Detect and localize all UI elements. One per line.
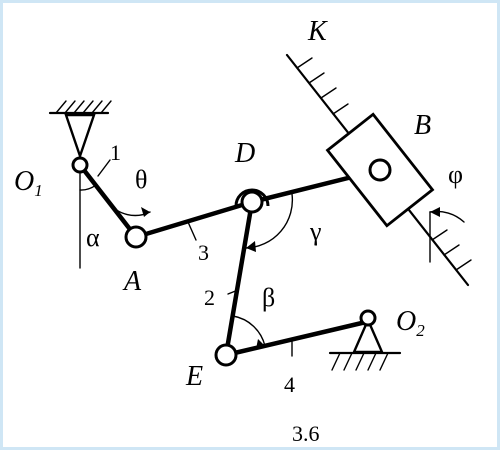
label-alpha: α	[86, 223, 100, 252]
fixed-support-o2	[328, 317, 402, 371]
joint-o2	[359, 309, 377, 327]
label-a: A	[122, 266, 142, 297]
link-2	[223, 199, 255, 358]
label-k: K	[307, 16, 328, 47]
label-link-3: 3	[198, 240, 209, 265]
leader-link-2	[227, 289, 239, 295]
label-link-1: 1	[110, 140, 121, 165]
fixed-support-o1	[48, 100, 112, 160]
label-o1: O1	[14, 166, 43, 200]
joint-a	[124, 225, 148, 249]
label-theta: θ	[135, 165, 147, 194]
leader-link-1	[97, 159, 111, 177]
label-link-2: 2	[204, 285, 215, 310]
label-phi: φ	[448, 160, 463, 189]
joint-o1	[71, 156, 89, 174]
link-3-ad	[133, 199, 255, 240]
leader-link-3	[187, 221, 197, 241]
label-gamma: γ	[309, 217, 322, 246]
label-beta: β	[262, 283, 275, 312]
figure-number: 3.6	[292, 421, 320, 446]
label-b: B	[414, 110, 431, 141]
angle-gamma-arrowhead	[246, 241, 256, 252]
link-1	[77, 162, 139, 240]
joint-d	[240, 190, 264, 214]
link-4	[223, 319, 369, 358]
angle-alpha-arc	[79, 184, 97, 191]
angle-beta-arrowhead	[256, 339, 265, 349]
label-o2: O2	[396, 306, 425, 340]
joint-d-housing	[234, 188, 270, 207]
angle-beta-arc	[232, 315, 266, 347]
joint-e	[214, 343, 238, 367]
label-d: D	[234, 138, 255, 169]
label-link-4: 4	[284, 372, 295, 397]
label-e: E	[185, 361, 203, 392]
joint-b	[368, 158, 392, 182]
angle-theta-arrowhead	[141, 207, 150, 217]
angle-phi-arrowhead	[430, 207, 440, 217]
